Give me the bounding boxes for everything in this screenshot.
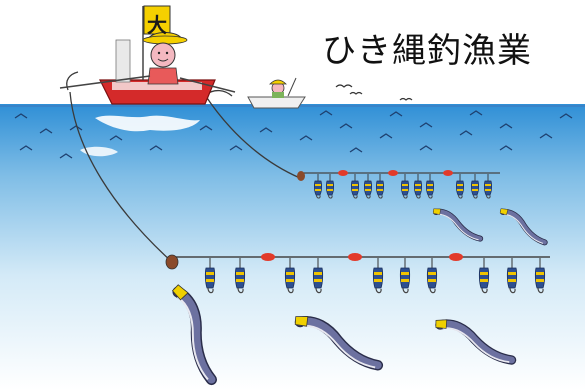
fisherman-icon [142,32,188,85]
lower-longline [165,253,550,294]
seagull-icon [335,84,413,101]
waves [14,110,573,159]
foam [95,115,200,132]
sea [0,104,585,390]
upper-longline [297,170,500,199]
float-icon [338,170,348,176]
flag-label: 大 [147,13,167,37]
small-boat-icon [247,77,306,109]
sinker-icon [297,171,305,181]
page-title: ひき縄釣漁業 [322,31,532,71]
fishing-boat-icon [59,5,236,105]
